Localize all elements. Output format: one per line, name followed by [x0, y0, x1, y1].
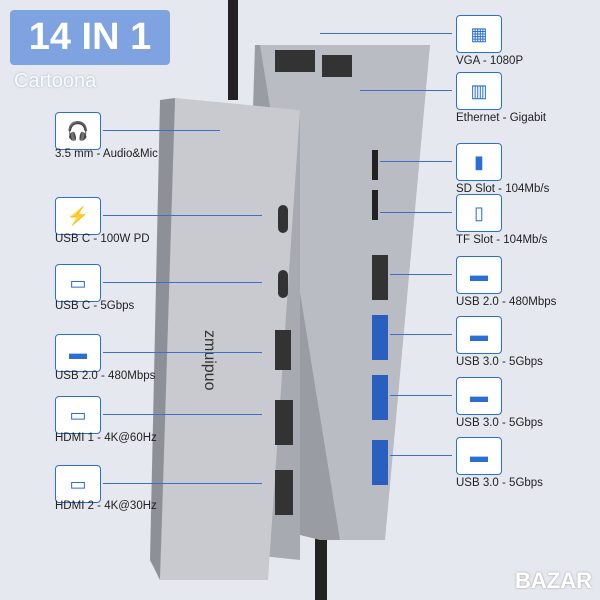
- port-label: USB 3.0 - 5Gbps: [456, 477, 543, 489]
- usb-a-icon: ▬: [55, 334, 101, 372]
- usb-a-icon: ▬: [456, 377, 502, 415]
- port-label: USB C - 100W PD: [55, 233, 150, 245]
- port-label: USB 3.0 - 5Gbps: [456, 356, 543, 368]
- headphone-icon: 🎧: [55, 112, 101, 150]
- port-label: USB 2.0 - 480Mbps: [55, 370, 156, 382]
- usb-a-icon: ▬: [456, 437, 502, 475]
- tf-card-icon: ▯: [456, 194, 502, 232]
- port-label: VGA - 1080P: [456, 55, 524, 67]
- vga-icon: ▦: [456, 15, 502, 53]
- callout-line: [390, 274, 452, 275]
- callout-line: [103, 414, 262, 415]
- hdmi-icon: ▭: [55, 396, 101, 434]
- callout-line: [103, 130, 220, 131]
- bazar-watermark: BAZAR: [515, 568, 592, 593]
- usb-a-icon: ▬: [456, 316, 502, 354]
- callout-line: [320, 33, 452, 34]
- callout-line: [360, 90, 452, 91]
- usb-c-icon: ▭: [55, 264, 101, 302]
- callout-line: [103, 215, 262, 216]
- lightning-icon: ⚡: [55, 197, 101, 235]
- ethernet-icon: ▥: [456, 72, 502, 110]
- port-label: TF Slot - 104Mb/s: [456, 234, 548, 246]
- port-label: HDMI 1 - 4K@60Hz: [55, 432, 157, 444]
- port-label: SD Slot - 104Mb/s: [456, 183, 550, 195]
- watermark: Cartoona: [14, 70, 97, 92]
- usb-a-icon: ▬: [456, 256, 502, 294]
- callout-line: [380, 161, 452, 162]
- brand-logo: zmuipuo: [201, 330, 218, 391]
- callout-line: [390, 334, 452, 335]
- sd-card-icon: ▮: [456, 143, 502, 181]
- port-label: 3.5 mm - Audio&Mic: [55, 148, 158, 160]
- callout-line: [390, 395, 452, 396]
- callout-line: [380, 212, 452, 213]
- port-label: USB 2.0 - 480Mbps: [456, 296, 557, 308]
- fourteen-in-one-badge: 14 IN 1: [10, 10, 170, 65]
- callout-line: [390, 455, 452, 456]
- callout-line: [103, 282, 262, 283]
- callout-line: [103, 352, 262, 353]
- port-label: HDMI 2 - 4K@30Hz: [55, 500, 157, 512]
- port-label: USB C - 5Gbps: [55, 300, 135, 312]
- hdmi-icon: ▭: [55, 465, 101, 503]
- port-label: USB 3.0 - 5Gbps: [456, 417, 543, 429]
- callout-line: [103, 483, 262, 484]
- port-label: Ethernet - Gigabit: [456, 112, 547, 124]
